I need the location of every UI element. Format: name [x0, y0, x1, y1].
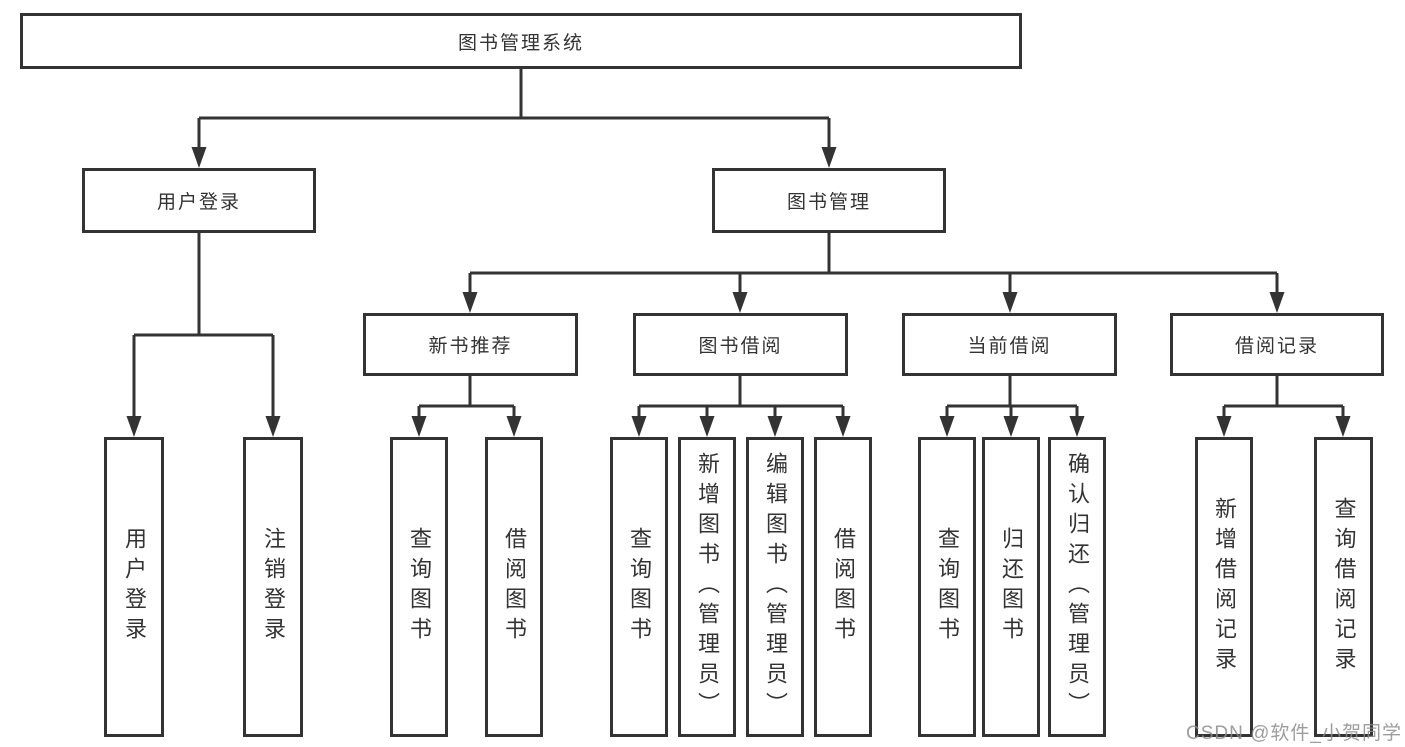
leaf-query-books-recommend-label: 查询图书: [407, 527, 432, 647]
connector-book-borrowing-to-leaves: [631, 376, 851, 437]
node-new-book-recommend: 新书推荐: [363, 313, 578, 376]
leaf-user-login: 用户登录: [104, 437, 164, 737]
leaf-confirm-return-admin-label: 确认归还（管理员）: [1065, 452, 1090, 722]
leaf-add-borrow-record-label: 新增借阅记录: [1212, 497, 1237, 677]
leaf-borrow-books-label: 借阅图书: [831, 527, 856, 647]
connector-root-to-level2: [191, 67, 837, 168]
leaf-confirm-return-admin: 确认归还（管理员）: [1048, 437, 1106, 737]
connector-current-borrowing-to-leaves: [939, 376, 1085, 437]
leaf-user-login-label: 用户登录: [122, 527, 147, 647]
leaf-query-books-borrowing-label: 查询图书: [627, 527, 652, 647]
leaf-add-books-admin-label: 新增图书（管理员）: [695, 452, 720, 722]
leaf-query-borrow-record: 查询借阅记录: [1314, 437, 1373, 737]
connector-borrowing-records-to-leaves: [1216, 376, 1351, 437]
leaf-query-books-current: 查询图书: [918, 437, 976, 737]
leaf-query-books-recommend: 查询图书: [390, 437, 448, 737]
connector-new-book-recommend-to-leaves: [411, 376, 522, 437]
leaf-borrow-books: 借阅图书: [814, 437, 872, 737]
leaf-query-borrow-record-label: 查询借阅记录: [1331, 497, 1357, 677]
node-root-system: 图书管理系统: [20, 13, 1022, 69]
leaf-edit-books-admin-label: 编辑图书（管理员）: [763, 452, 788, 722]
leaf-borrow-books-recommend-label: 借阅图书: [502, 527, 527, 647]
leaf-query-books-borrowing: 查询图书: [610, 437, 668, 737]
leaf-add-books-admin: 新增图书（管理员）: [678, 437, 736, 737]
leaf-add-borrow-record: 新增借阅记录: [1195, 437, 1253, 737]
node-user-login: 用户登录: [82, 168, 316, 233]
leaf-logout-label: 注销登录: [261, 527, 286, 647]
node-book-borrowing: 图书借阅: [633, 313, 848, 376]
csdn-watermark: CSDN @软件_小贺同学: [1186, 723, 1402, 744]
connector-book-management-to-level3: [462, 233, 1285, 313]
node-current-borrowing: 当前借阅: [902, 313, 1117, 376]
connector-user-login-to-leaves: [126, 233, 281, 437]
node-borrowing-records: 借阅记录: [1170, 313, 1384, 376]
node-book-management: 图书管理: [712, 168, 946, 233]
leaf-query-books-current-label: 查询图书: [935, 527, 960, 647]
leaf-return-books-label: 归还图书: [999, 527, 1024, 647]
leaf-borrow-books-recommend: 借阅图书: [485, 437, 543, 737]
leaf-logout: 注销登录: [243, 437, 303, 737]
leaf-edit-books-admin: 编辑图书（管理员）: [746, 437, 804, 737]
leaf-return-books: 归还图书: [982, 437, 1040, 737]
